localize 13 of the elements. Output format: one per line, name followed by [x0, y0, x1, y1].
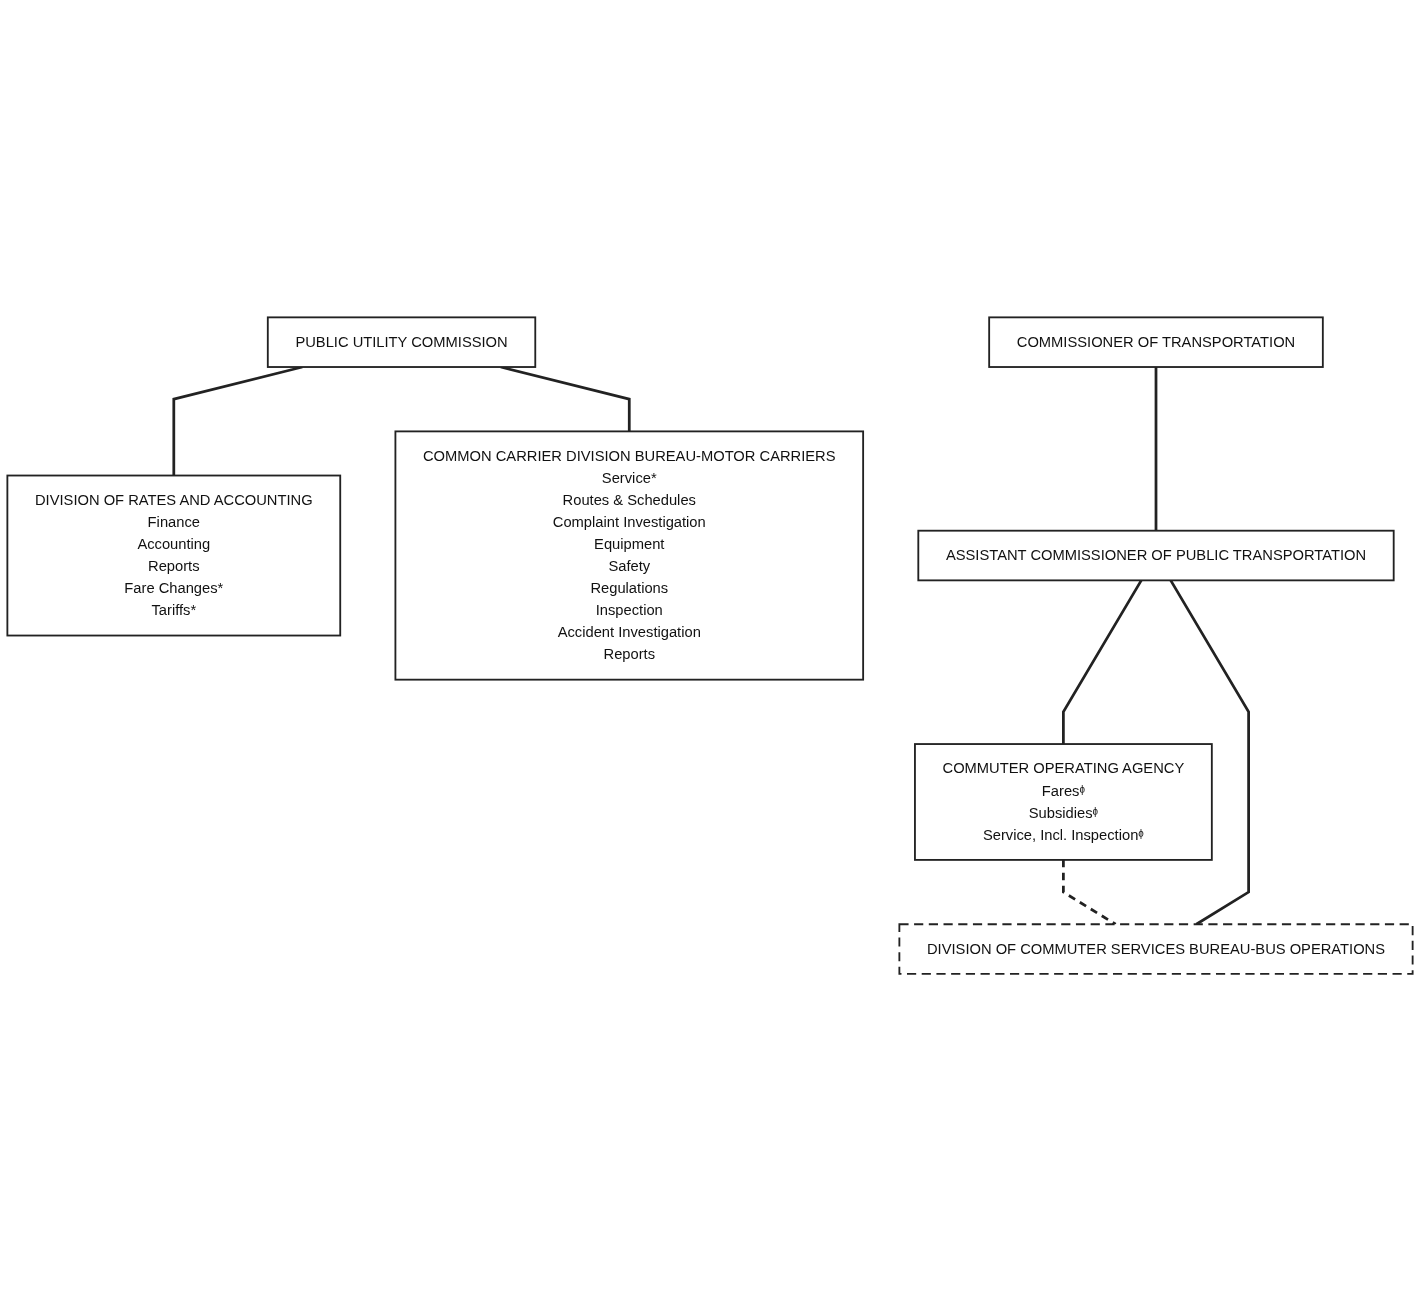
node-box: COMMON CARRIER DIVISION BUREAU-MOTOR CARRIERS Service* Routes & Schedules Complaint Investigation Equipment Safety Regulations Inspection Accident Investigation Reports	[394, 430, 865, 681]
node-box: PUBLIC UTILITY COMMISSION	[266, 316, 537, 369]
node-box: COMMISSIONER OF TRANSPORTATION	[988, 316, 1324, 369]
connector	[500, 366, 631, 432]
node-box: DIVISION OF COMMUTER SERVICES BUREAU-BUS OPERATIONS	[898, 923, 1414, 976]
connector	[1062, 580, 1143, 745]
connector	[1154, 367, 1158, 532]
node-box: ASSISTANT COMMISSIONER OF PUBLIC TRANSPORTATION	[917, 530, 1395, 582]
connector	[1169, 580, 1250, 926]
node-box: DIVISION OF RATES AND ACCOUNTING Finance Accounting Reports Fare Changes* Tariffs*	[6, 474, 342, 637]
connector	[1062, 860, 1117, 926]
node-box: COMMUTER OPERATING AGENCY Faresᶲ Subsidiesᶲ Service, Incl. Inspectionᶲ	[914, 743, 1213, 862]
connector	[172, 366, 303, 476]
